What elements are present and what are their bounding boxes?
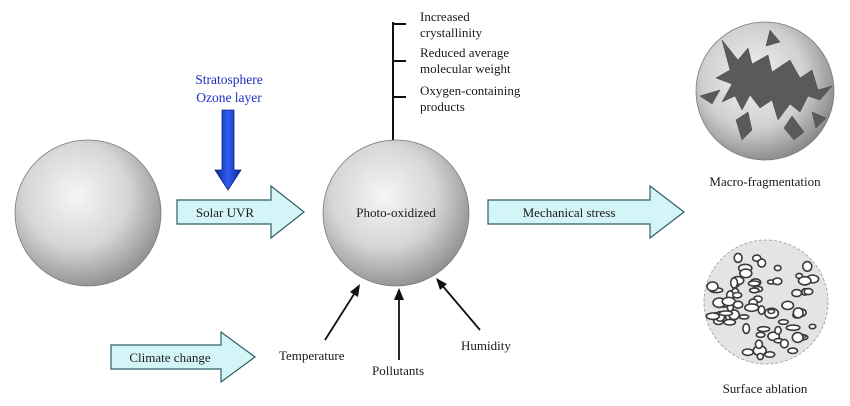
uv-down-arrow xyxy=(214,109,242,191)
climate-change-label: Climate change xyxy=(129,350,210,365)
ablation-pit xyxy=(773,264,782,272)
surface-ablation-sphere xyxy=(703,239,829,365)
effect-oxygen-products-line2: products xyxy=(420,99,465,114)
ablation-pit xyxy=(743,303,760,313)
ablation-pit xyxy=(756,325,771,333)
ablation-pit xyxy=(791,288,803,298)
photo-oxidized-label: Photo-oxidized xyxy=(356,205,436,220)
factor-arrows xyxy=(324,278,481,360)
humidity-label: Humidity xyxy=(461,338,511,353)
ablation-pit xyxy=(741,348,754,357)
ablation-pit xyxy=(723,318,737,326)
ablation-pit xyxy=(732,300,744,310)
climate-change-arrow xyxy=(110,330,257,384)
effect-crystallinity-line1: Increased xyxy=(420,9,470,24)
effect-molecular-weight-line2: molecular weight xyxy=(420,61,511,76)
ozone-layer-label: Ozone layer xyxy=(196,90,262,105)
ablation-pit xyxy=(733,252,743,264)
temperature-arrow xyxy=(324,290,357,341)
effects-bracket xyxy=(392,22,406,140)
photo-oxidized-sphere xyxy=(322,139,470,287)
ablation-pit xyxy=(756,352,765,361)
ablation-pit xyxy=(754,339,764,350)
ablation-pit xyxy=(705,312,721,321)
humidity-arrow xyxy=(440,283,481,331)
ablation-pit xyxy=(729,277,739,289)
ablation-pit xyxy=(756,258,767,268)
ablation-pit xyxy=(738,268,753,279)
effect-oxygen-products-line1: Oxygen-containing xyxy=(420,83,521,98)
ablation-pit xyxy=(747,280,761,287)
solar-uvr-label: Solar UVR xyxy=(196,205,254,220)
fragment-cracks xyxy=(699,29,833,141)
ablation-pit xyxy=(777,318,790,326)
mechanical-stress-arrow xyxy=(487,184,685,240)
ablation-pit xyxy=(718,310,734,317)
ablation-pit xyxy=(772,277,783,286)
mechanical-stress-label: Mechanical stress xyxy=(523,205,616,220)
ablation-pit xyxy=(791,331,804,344)
ablation-pit xyxy=(731,291,743,299)
ablation-pit xyxy=(755,331,766,339)
humidity-arrowhead xyxy=(436,278,447,290)
ablation-pit xyxy=(781,300,795,311)
effect-crystallinity-line2: crystallinity xyxy=(420,25,483,40)
ablation-pit xyxy=(767,308,776,315)
solar-uvr-arrow xyxy=(176,184,305,240)
ablation-pit xyxy=(738,313,750,320)
ablation-pit xyxy=(787,347,799,355)
effect-molecular-weight-line1: Reduced average xyxy=(420,45,509,60)
macro-fragmentation-sphere xyxy=(695,21,835,161)
stratosphere-label: Stratosphere xyxy=(195,72,262,87)
surface-ablation-label: Surface ablation xyxy=(723,381,808,396)
ablation-pit xyxy=(785,324,801,332)
ablation-pit xyxy=(757,305,766,316)
ablation-pit xyxy=(748,287,760,294)
macro-fragmentation-label: Macro-fragmentation xyxy=(709,174,821,189)
temperature-label: Temperature xyxy=(279,348,345,363)
ablation-pit xyxy=(779,338,789,349)
pollutants-label: Pollutants xyxy=(372,363,424,378)
ablation-pit xyxy=(706,281,719,292)
temperature-arrowhead xyxy=(350,284,360,297)
ablation-pit xyxy=(803,287,814,296)
ablation-pit xyxy=(801,260,813,273)
ablation-pits xyxy=(705,252,820,361)
ablation-pit xyxy=(742,323,751,335)
ablation-pit xyxy=(774,325,782,336)
ablation-pit xyxy=(808,323,817,330)
pristine-particle-sphere xyxy=(14,139,162,287)
pollutants-arrowhead xyxy=(394,288,404,300)
ablation-pit xyxy=(797,275,812,286)
ablation-pit xyxy=(792,307,804,319)
